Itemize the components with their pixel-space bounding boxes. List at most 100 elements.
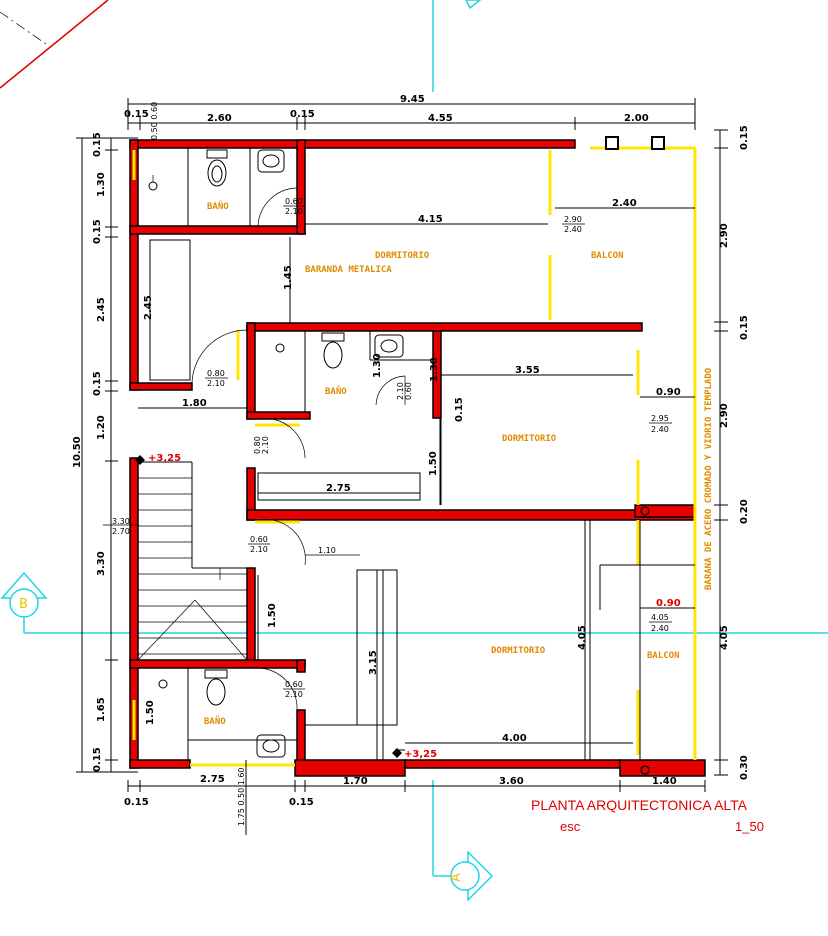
toilet-icon <box>321 332 345 369</box>
shower-drain-icon <box>275 343 285 353</box>
dim-right-015a: 0.15 <box>739 125 750 150</box>
dim-left-015d: 0.15 <box>92 747 103 772</box>
dim-bottom-140: 1.40 <box>652 776 677 787</box>
dim-top-260: 2.60 <box>207 113 232 124</box>
door-tag-h: 2.10 <box>285 690 303 699</box>
room-label-dormitorio-1: DORMITORIO <box>375 251 430 261</box>
dim-int-240: 2.40 <box>612 198 637 209</box>
dim-int-400: 4.00 <box>502 733 527 744</box>
dim-right-290b: 2.90 <box>719 403 730 428</box>
scale-value: 1_50 <box>735 819 764 834</box>
shower-drain-icon <box>148 175 158 191</box>
toilet-icon <box>206 149 228 187</box>
window-tag-w: 2.90 <box>564 215 582 224</box>
section-label-b: B <box>19 597 28 612</box>
sink-icon <box>256 734 286 758</box>
sink-icon <box>257 149 285 173</box>
dim-right-290a: 2.90 <box>719 223 730 248</box>
level-marker-icon <box>392 748 402 758</box>
dim-int-130a: 1.30 <box>372 353 383 378</box>
dim-int-150a: 1.50 <box>428 451 439 476</box>
window-tag-h: 2.40 <box>564 225 582 234</box>
dim-left-130: 1.30 <box>96 172 107 197</box>
dim-int-110: 1.10 <box>318 546 336 555</box>
room-label-bano-2: BAÑO <box>325 386 347 397</box>
door-tag-w: 0.80 <box>207 369 225 378</box>
sink-icon <box>374 334 404 358</box>
plan-title: PLANTA ARQUITECTONICA ALTA <box>531 797 748 813</box>
level-marker-icon <box>135 455 145 465</box>
dim-bottom-170: 1.70 <box>343 776 368 787</box>
dim-int-415: 4.15 <box>418 214 443 225</box>
room-label-balcon-2: BALCON <box>647 651 680 661</box>
dim-int-275: 2.75 <box>326 483 351 494</box>
title-block: PLANTA ARQUITECTONICA ALTA esc 1_50 <box>531 797 764 834</box>
dim-int-315: 3.15 <box>368 650 379 675</box>
dim-left-015c: 0.15 <box>92 371 103 396</box>
windows <box>132 146 697 767</box>
door-tag-w: 0.80 <box>253 436 262 454</box>
opening-tags: 0.60 2.10 0.80 2.10 0.60 2.10 0.80 2.10 … <box>205 197 672 699</box>
walls <box>129 139 706 777</box>
dim-bottom-small: 1.75 0.50 1.60 <box>237 767 246 826</box>
stairs <box>137 461 248 661</box>
dim-int-130b: 1.30 <box>429 357 440 382</box>
door-tag-h: 2.10 <box>250 545 268 554</box>
room-label-baranda-acero: BARANA DE ACERO CROMADO Y VIDRIO TEMPLAD… <box>704 367 714 590</box>
toilet-icon <box>204 669 228 706</box>
dim-int-405: 4.05 <box>577 625 588 650</box>
dim-left-330: 3.30 <box>96 551 107 576</box>
shower-drain-icon <box>158 679 168 689</box>
dim-int-355: 3.55 <box>515 365 540 376</box>
dim-int-245: 2.45 <box>143 295 154 320</box>
level-markers: +3,25 +3,25 <box>135 453 437 760</box>
level-label-1: +3,25 <box>148 453 181 464</box>
room-label-dormitorio-3: DORMITORIO <box>491 646 546 656</box>
dim-left-120: 1.20 <box>96 415 107 440</box>
dim-int-150b: 1.50 <box>267 603 278 628</box>
room-label-balcon-1: BALCON <box>591 251 624 261</box>
dim-int-150c: 1.50 <box>145 700 156 725</box>
room-label-bano-1: BAÑO <box>207 201 229 212</box>
dim-bottom-360: 3.60 <box>499 776 524 787</box>
dim-left-245: 2.45 <box>96 297 107 322</box>
door-tag-h: 2.10 <box>285 207 303 216</box>
dim-left-165: 1.65 <box>96 697 107 722</box>
door-tag-w: 0.60 <box>250 535 268 544</box>
section-marker-a: A <box>449 850 494 902</box>
dim-left-total: 10.50 <box>72 436 83 468</box>
dim-right-405: 4.05 <box>719 625 730 650</box>
window-tag-w: 2.95 <box>651 414 669 423</box>
dim-right-020: 0.20 <box>739 499 750 524</box>
room-label-bano-3: BAÑO <box>204 716 226 727</box>
dim-bottom-015a: 0.15 <box>124 797 149 808</box>
dim-top-455: 4.55 <box>428 113 453 124</box>
dim-right-030: 0.30 <box>739 755 750 780</box>
dim-int-090a: 0.90 <box>656 387 681 398</box>
room-labels: BAÑO DORMITORIO BARANDA METALICA BALCON … <box>204 201 714 727</box>
dim-int-270: 2.70 <box>112 527 130 536</box>
level-label-2: +3,25 <box>404 749 437 760</box>
dim-int-180: 1.80 <box>182 398 207 409</box>
window-tag-h: 2.40 <box>651 425 669 434</box>
dim-bottom-275: 2.75 <box>200 774 225 785</box>
dim-int-145: 1.45 <box>283 265 294 290</box>
dim-int-015: 0.15 <box>454 397 465 422</box>
dim-right-015b: 0.15 <box>739 315 750 340</box>
door-tag-h: 2.10 <box>207 379 225 388</box>
dim-int-330: 3.30 <box>112 517 130 526</box>
section-label-a: A <box>449 873 464 882</box>
room-label-baranda-metalica: BARANDA METALICA <box>305 265 392 275</box>
section-marker-b: B <box>0 571 48 618</box>
door-tag-h: 2.10 <box>261 436 270 454</box>
door-tag-w: 0.60 <box>285 197 303 206</box>
dim-top-015b: 0.15 <box>290 109 315 120</box>
door-tag-w: 0.60 <box>404 382 413 400</box>
dimension-labels: 9.45 0.15 2.60 0.15 4.55 2.00 0.50 0.60 … <box>72 94 750 826</box>
dimension-lines <box>76 98 728 835</box>
dim-bottom-015b: 0.15 <box>289 797 314 808</box>
dim-top-total: 9.45 <box>400 94 425 105</box>
window-tag-w: 4.05 <box>651 613 669 622</box>
door-swings <box>191 187 406 711</box>
